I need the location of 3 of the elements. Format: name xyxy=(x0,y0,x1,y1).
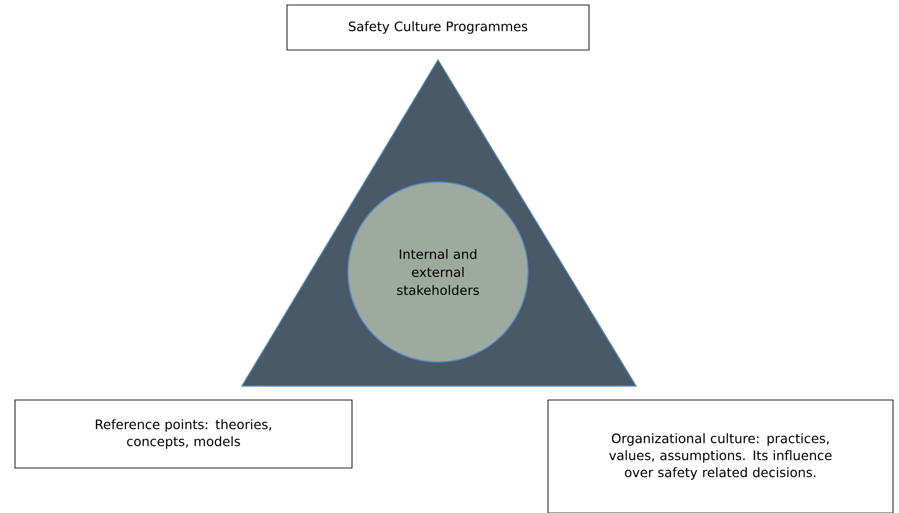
text-box: Reference points: theories, concepts, models xyxy=(14,400,352,468)
text-box: Safety Culture Programmes xyxy=(286,4,590,50)
text-box: Organizational culture: practices, values, assumptions. Its influence over safety related decisions. xyxy=(548,400,894,513)
